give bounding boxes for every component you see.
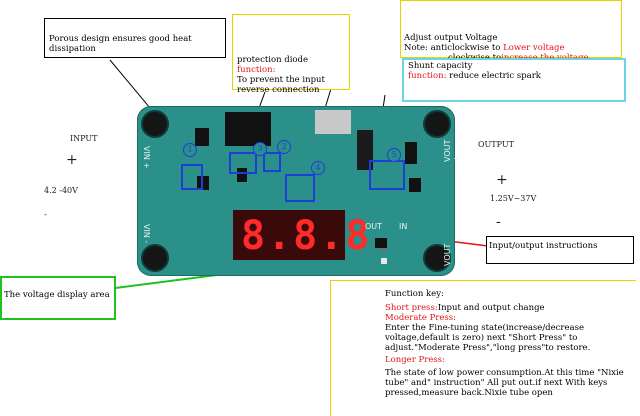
display-area [233, 210, 345, 260]
adjust-title: Adjust output Voltage [404, 33, 498, 43]
output-title: OUTPUT [478, 140, 514, 149]
vin-plus-label: VIN + [142, 146, 151, 170]
potentiometer[interactable] [315, 110, 351, 134]
adjust-note-lower: Lower voltage [503, 43, 565, 53]
vin-minus-label: VIN - [142, 224, 151, 244]
mounting-hole [141, 110, 169, 138]
output-plus-sign: + [496, 172, 508, 188]
adjust-note-prefix: Note: anticlockwise to [404, 43, 501, 53]
marker-box-3 [263, 152, 281, 172]
mounting-hole [423, 110, 451, 138]
longer-press-label: Longer Press: [385, 355, 445, 365]
adjust-voltage-note: Adjust output Voltage Note: anticlockwis… [400, 0, 622, 63]
moderate-press-label: Moderate Press: [385, 313, 456, 323]
heat-dissipation-text: Porous design ensures good heat dissipat… [49, 34, 192, 54]
led-indicator [381, 258, 387, 264]
component [409, 178, 421, 192]
marker-1: 1 [183, 143, 197, 157]
vout-minus-label: VOUT - [443, 243, 461, 266]
shunt-capacity-note: Shunt capacity function: reduce electric… [402, 58, 626, 102]
component [195, 128, 209, 146]
component [405, 142, 417, 164]
component [237, 168, 247, 182]
diode-function-label: function: [237, 65, 276, 75]
output-voltage-range: 1.25V~37V [490, 194, 537, 203]
io-instructions-note: Input/output instructions [486, 236, 634, 264]
shunt-title: Shunt capacity [408, 61, 473, 71]
function-key-panel: Function key: Short press:Input and outp… [330, 280, 636, 416]
mounting-hole [141, 244, 169, 272]
io-instructions-text: Input/output instructions [489, 241, 598, 251]
short-press-label: Short press: [385, 303, 438, 313]
diode-function-text: To prevent the input reverse connection [237, 75, 325, 95]
diode-title: protection diode [237, 55, 309, 65]
voltage-display-note: The voltage display area [0, 276, 116, 320]
short-press-text: Input and output change [437, 303, 545, 313]
marker-box-2 [229, 152, 257, 174]
heatsink-chip [225, 112, 271, 146]
input-plus-sign: + [66, 152, 78, 168]
output-minus-sign: - [496, 214, 501, 230]
moderate-press-text: Enter the Fine-tuning state(increase/dec… [385, 323, 591, 353]
marker-box-4 [285, 174, 315, 202]
out-label: OUT [365, 222, 383, 231]
longer-press-text: The state of low power consumption.At th… [385, 368, 624, 398]
marker-box-5 [369, 160, 405, 190]
marker-5: 5 [387, 148, 401, 162]
seven-segment-display: 8.8.8. [241, 213, 398, 259]
marker-box-1 [181, 164, 203, 190]
in-label: IN [399, 222, 408, 231]
function-key-button[interactable] [375, 238, 387, 248]
marker-4: 4 [311, 161, 325, 175]
marker-3: 3 [253, 142, 267, 156]
heat-dissipation-note: Porous design ensures good heat dissipat… [44, 18, 226, 58]
function-key-title: Function key: [385, 289, 444, 299]
input-title: INPUT [70, 134, 98, 143]
input-voltage-range: 4.2 -40V [44, 186, 78, 195]
shunt-function-text: reduce electric spark [449, 71, 541, 81]
voltage-display-text: The voltage display area [4, 290, 110, 300]
component [197, 176, 209, 190]
input-minus-sign: - [44, 210, 47, 219]
marker-2: 2 [277, 140, 291, 154]
mounting-hole [423, 244, 451, 272]
vout-plus-label: VOUT + [443, 139, 461, 162]
pcb-board: 1 2 3 4 5 8.8.8. VIN + VIN - VOUT + VOUT… [137, 106, 461, 276]
shunt-function-label: function: [408, 71, 447, 81]
protection-diode-note: protection diode function: To prevent th… [232, 14, 350, 95]
